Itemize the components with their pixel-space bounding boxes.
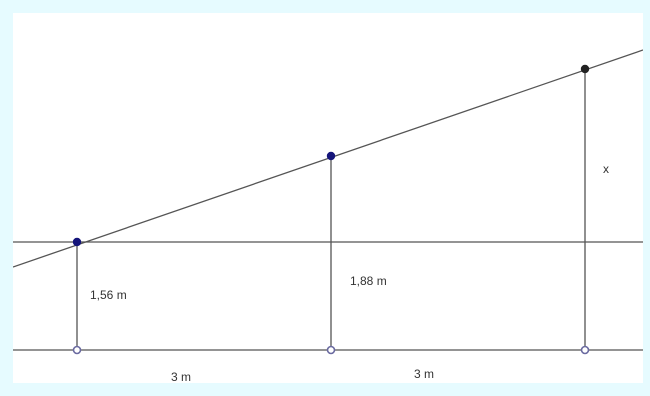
point-right-ground bbox=[580, 345, 590, 355]
point-middle-top bbox=[326, 151, 336, 161]
distance-right-label: 3 m bbox=[414, 367, 434, 381]
similar-triangles-diagram: 1,56 m 1,88 m x 3 m 3 m bbox=[13, 49, 643, 383]
height-middle-label: 1,88 m bbox=[350, 274, 387, 288]
geometry-canvas: 1,56 m 1,88 m x 3 m 3 m bbox=[13, 13, 643, 383]
point-left-ground bbox=[72, 345, 82, 355]
distance-left-label: 3 m bbox=[171, 370, 191, 383]
height-left-label: 1,56 m bbox=[90, 288, 127, 302]
height-right-label: x bbox=[603, 162, 609, 176]
point-right-top bbox=[580, 64, 590, 74]
point-left-top bbox=[72, 237, 82, 247]
point-middle-ground bbox=[326, 345, 336, 355]
